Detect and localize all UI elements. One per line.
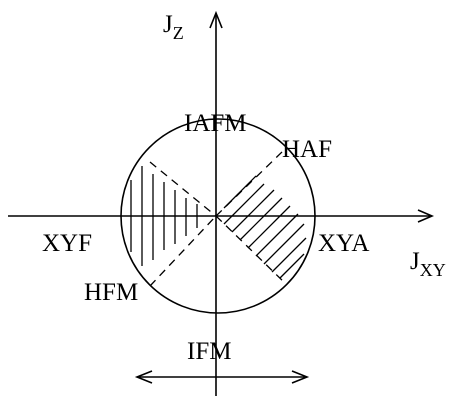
horizontal-axis-arrowhead xyxy=(417,209,435,223)
dashed-boundary-lower-right xyxy=(215,215,287,285)
bottom-arrowhead-left xyxy=(134,370,153,384)
vertical-axis-arrowhead xyxy=(209,10,223,29)
bottom-arrowhead-right xyxy=(291,370,310,384)
label-xya: XYA xyxy=(318,230,369,257)
label-iafm: IAFM xyxy=(184,110,247,137)
label-ifm: IFM xyxy=(187,338,231,365)
label-hfm: HFM xyxy=(84,279,138,306)
dashed-boundary-upper-left xyxy=(149,161,217,217)
horizontal-axis-label: JXY xyxy=(410,248,446,280)
dashed-boundary-lower-left xyxy=(149,215,217,287)
right-hatched-region xyxy=(223,175,307,279)
label-xyf: XYF xyxy=(42,230,92,257)
vertical-axis-label: JZ xyxy=(163,11,184,43)
label-haf: HAF xyxy=(282,136,332,163)
left-hatched-region xyxy=(130,166,198,266)
